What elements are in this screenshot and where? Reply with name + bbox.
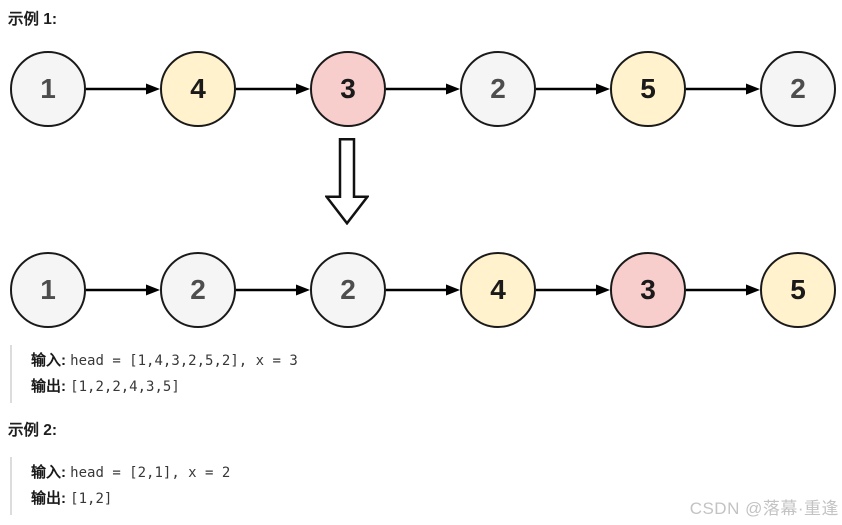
node-value: 4 bbox=[490, 274, 506, 305]
list-node: 2 bbox=[160, 252, 236, 328]
node-value: 2 bbox=[190, 274, 206, 305]
next-pointer-arrow-icon bbox=[236, 283, 310, 297]
list-node: 2 bbox=[460, 51, 536, 127]
example2-heading: 示例 2: bbox=[8, 422, 58, 439]
input-label: 输入: bbox=[31, 464, 66, 481]
output-label: 输出: bbox=[31, 490, 66, 507]
output-label: 输出: bbox=[31, 378, 66, 395]
next-pointer-arrow-icon bbox=[536, 283, 610, 297]
node-value: 1 bbox=[40, 274, 56, 305]
node-value: 2 bbox=[340, 274, 356, 305]
example1-io-block: 输入: head = [1,4,3,2,5,2], x = 3 输出: [1,2… bbox=[10, 345, 298, 403]
example1-heading: 示例 1: bbox=[8, 11, 58, 28]
next-pointer-arrow-icon bbox=[536, 82, 610, 96]
example2-io-block: 输入: head = [2,1], x = 2 输出: [1,2] bbox=[10, 457, 230, 515]
next-pointer-arrow-icon bbox=[686, 283, 760, 297]
node-value: 1 bbox=[40, 73, 56, 104]
csdn-watermark: CSDN @落幕·重逢 bbox=[689, 499, 839, 518]
next-pointer-arrow-icon bbox=[86, 82, 160, 96]
next-pointer-arrow-icon bbox=[686, 82, 760, 96]
node-value: 3 bbox=[640, 274, 656, 305]
transform-down-arrow-icon bbox=[323, 138, 371, 230]
node-value: 2 bbox=[790, 73, 806, 104]
node-value: 3 bbox=[340, 73, 356, 104]
list-node: 5 bbox=[610, 51, 686, 127]
output-code: [1,2] bbox=[70, 491, 113, 507]
next-pointer-arrow-icon bbox=[236, 82, 310, 96]
example2-output-line: 输出: [1,2] bbox=[31, 486, 230, 512]
input-label: 输入: bbox=[31, 352, 66, 369]
list-node: 4 bbox=[460, 252, 536, 328]
output-code: [1,2,2,4,3,5] bbox=[70, 379, 180, 395]
list-node: 3 bbox=[310, 51, 386, 127]
list-node: 2 bbox=[310, 252, 386, 328]
list-node: 4 bbox=[160, 51, 236, 127]
input-code: head = [1,4,3,2,5,2], x = 3 bbox=[70, 353, 298, 369]
list-node: 5 bbox=[760, 252, 836, 328]
node-value: 4 bbox=[190, 73, 206, 104]
list-node: 2 bbox=[760, 51, 836, 127]
list-node: 3 bbox=[610, 252, 686, 328]
example1-output-line: 输出: [1,2,2,4,3,5] bbox=[31, 374, 298, 400]
list-node: 1 bbox=[10, 51, 86, 127]
input-code: head = [2,1], x = 2 bbox=[70, 465, 231, 481]
node-value: 5 bbox=[640, 73, 656, 104]
node-value: 5 bbox=[790, 274, 806, 305]
next-pointer-arrow-icon bbox=[386, 82, 460, 96]
next-pointer-arrow-icon bbox=[386, 283, 460, 297]
example2-input-line: 输入: head = [2,1], x = 2 bbox=[31, 460, 230, 486]
next-pointer-arrow-icon bbox=[86, 283, 160, 297]
example1-input-line: 输入: head = [1,4,3,2,5,2], x = 3 bbox=[31, 348, 298, 374]
node-value: 2 bbox=[490, 73, 506, 104]
list-node: 1 bbox=[10, 252, 86, 328]
